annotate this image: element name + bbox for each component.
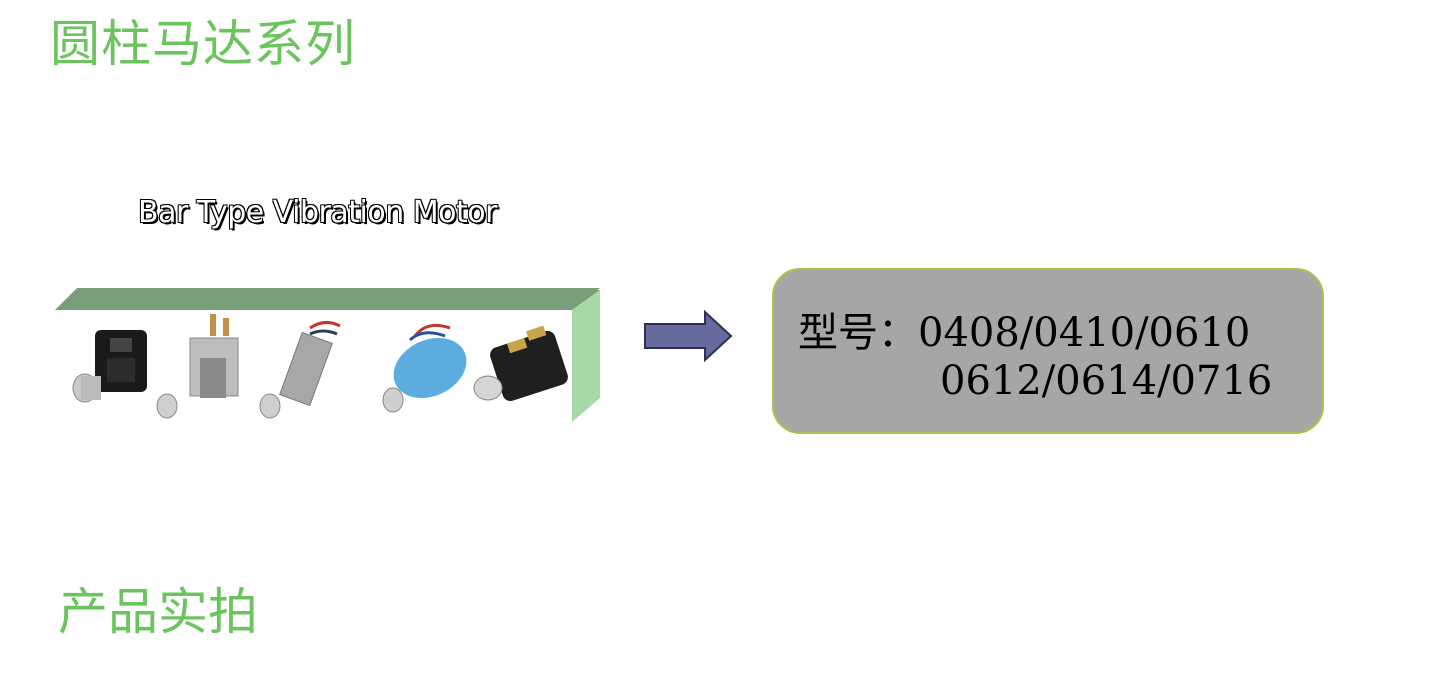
motor-4 — [382, 323, 467, 413]
product-photo-box — [55, 288, 600, 426]
page-title: 圆柱马达系列 — [50, 15, 356, 73]
model-values-1: 0408/0410/0610 — [918, 310, 1251, 356]
motor-2 — [156, 314, 239, 419]
product-caption: Bar Type Vibration Motor — [138, 195, 497, 230]
box-side-face — [572, 290, 600, 422]
section-title: 产品实拍 — [58, 583, 258, 641]
model-line-1: 型号：0408/0410/0610 — [798, 300, 1250, 358]
motor-3 — [259, 321, 341, 419]
motor-1 — [72, 330, 147, 403]
motor-5 — [473, 325, 568, 402]
model-values-2: 0612/0614/0716 — [940, 358, 1273, 404]
model-label: 型号： — [798, 310, 918, 356]
motor-photo-icon — [55, 288, 600, 422]
right-arrow-icon — [643, 309, 735, 366]
model-info-box: 型号：0408/0410/0610 0612/0614/0716 — [772, 268, 1324, 434]
